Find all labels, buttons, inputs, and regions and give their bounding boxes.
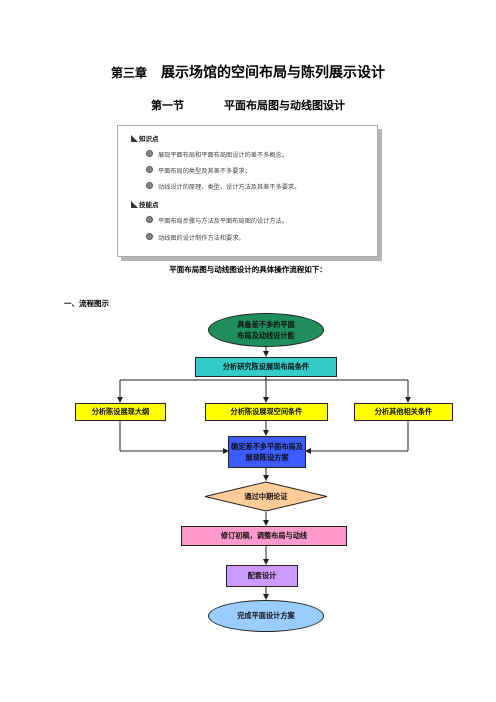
chapter-number: 第三章	[110, 66, 147, 80]
flow-supporting-node: 配套设计	[226, 565, 298, 587]
flowchart-label: 一、流程图示	[64, 299, 109, 308]
knowledge-item: 平面布局的类型及其差不多要求；	[146, 166, 251, 175]
flow-start-node: 具备差不多的平面布局及动线设计能	[208, 313, 324, 347]
flow-review-diamond	[204, 481, 328, 512]
triangle-marker-icon	[131, 201, 138, 208]
bullet-icon	[146, 150, 153, 157]
flow-branch-middle-node: 分析陈设展现空间条件	[205, 403, 328, 421]
skill-heading: 技能点	[131, 199, 159, 209]
knowledge-item: 展现平面布局和平面布局图设计的差不多概念。	[146, 150, 288, 159]
flow-branch-right-node: 分析其他相关条件	[354, 403, 453, 421]
flow-branch-left-node: 分析陈设展现大纲	[75, 403, 166, 421]
flow-end-node: 完成平面设计方案	[208, 600, 324, 632]
section-title: 第一节 平面布局图与动线图设计	[0, 97, 496, 113]
learning-objectives-box: 知识点 展现平面布局和平面布局图设计的差不多概念。 平面布局的类型及其差不多要求…	[117, 125, 378, 257]
process-intro: 平面布局图与动线图设计的具体操作流程如下：	[169, 265, 327, 274]
section-title-text: 平面布局图与动线图设计	[224, 99, 345, 112]
skill-item: 平面布局步骤与方法及平面布局图的设计方法。	[146, 216, 288, 225]
knowledge-heading: 知识点	[131, 133, 159, 143]
bullet-icon	[146, 166, 153, 173]
knowledge-item: 动线设计的原理、类型、设计方法及其差不多要求。	[146, 182, 300, 191]
flow-analyze-node: 分析研究陈设展现布局条件	[195, 357, 337, 377]
bullet-icon	[146, 216, 153, 223]
flow-review-label: 通过中期论证	[244, 491, 288, 501]
flow-revise-node: 修订初稿，调整布局与动线	[181, 526, 347, 546]
bullet-icon	[146, 182, 153, 189]
bullet-icon	[146, 233, 153, 240]
flow-confirm-node: 确定差不多平面布局及展现陈设方案	[228, 436, 306, 468]
triangle-marker-icon	[131, 135, 138, 142]
section-number: 第一节	[151, 99, 184, 112]
chapter-title-text: 展示场馆的空间布局与陈列展示设计	[161, 65, 385, 81]
skill-item: 动线图的设计制作方法和要求。	[146, 233, 245, 242]
chapter-title: 第三章展示场馆的空间布局与陈列展示设计	[0, 62, 496, 82]
